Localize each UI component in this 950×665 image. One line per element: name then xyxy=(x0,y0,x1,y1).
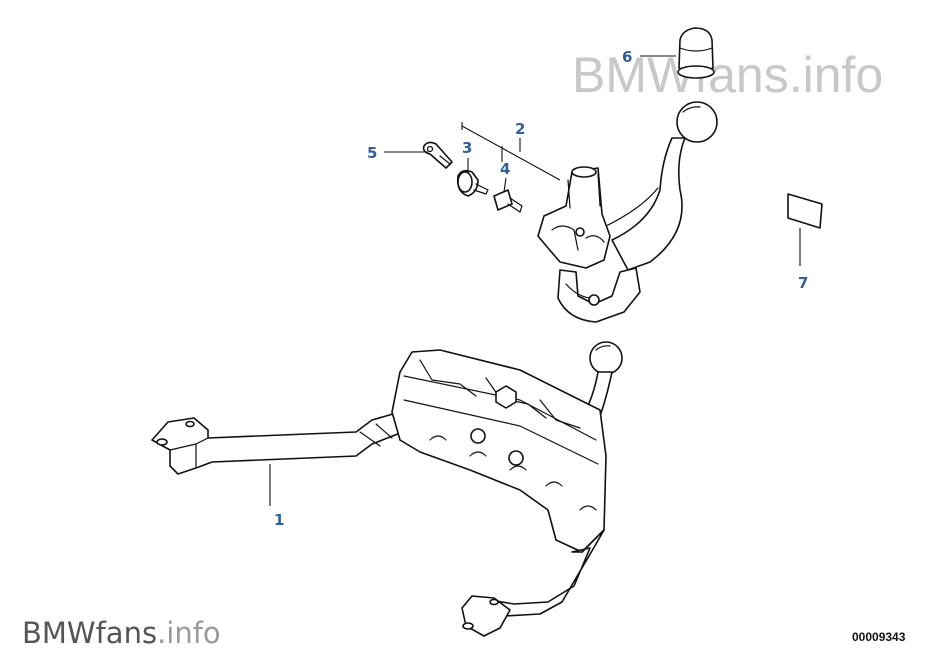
ball-neck-drawing xyxy=(537,101,718,323)
leader-lines xyxy=(269,55,801,506)
watermark-bottom-suffix: .info xyxy=(157,616,221,650)
label-drawing xyxy=(787,193,823,229)
key-tag-drawing xyxy=(493,189,523,213)
callout-labels: 1 2 3 4 5 6 7 xyxy=(274,48,808,529)
lock-cylinder-drawing xyxy=(456,169,489,197)
tow-hitch-carrier-drawing xyxy=(151,341,623,637)
watermark-bottom-brand: BMWfans xyxy=(22,616,157,650)
callout-5: 5 xyxy=(367,144,377,162)
document-number: 00009343 xyxy=(852,630,906,644)
callout-1: 1 xyxy=(274,511,284,529)
watermark-top: BMWfans.info xyxy=(572,47,883,103)
callout-7: 7 xyxy=(798,274,808,292)
callout-2: 2 xyxy=(515,120,525,138)
callout-4: 4 xyxy=(500,160,510,178)
callout-3: 3 xyxy=(462,139,472,157)
watermark-bottom: BMWfans.info xyxy=(22,616,221,650)
ball-cap-drawing xyxy=(677,27,715,79)
key-drawing xyxy=(422,141,453,169)
callout-6: 6 xyxy=(622,48,632,66)
watermark-top-suffix: .info xyxy=(789,47,884,103)
